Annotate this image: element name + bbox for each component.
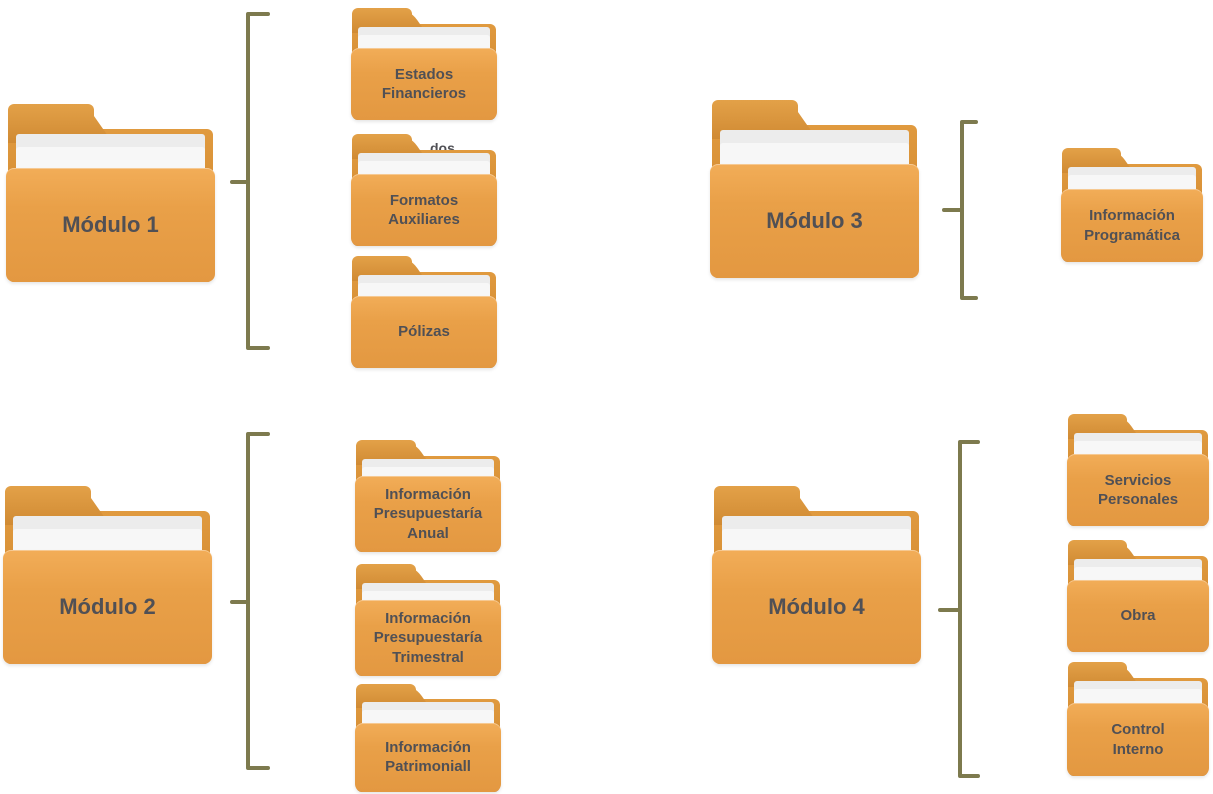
module-1-item-formatos-auxiliares[interactable]: Formatos Auxiliares (350, 134, 498, 246)
module-3-bracket (942, 120, 978, 300)
module-3-folder[interactable]: Módulo 3 (709, 100, 920, 278)
module-3-title: Módulo 3 (766, 207, 863, 233)
folder-label: Servicios Personales (1097, 471, 1179, 509)
module-4-title: Módulo 4 (768, 593, 865, 619)
module-2-item-presupuestaria-anual[interactable]: Información Presupuestaría Anual (354, 440, 502, 552)
module-2-item-patrimonial[interactable]: Información Patrimoniall (354, 684, 502, 792)
folder-label: Control Interno (1111, 721, 1165, 758)
folder-label: Información Patrimoniall (385, 738, 471, 776)
module-1-item-polizas[interactable]: Pólizas (350, 256, 498, 368)
module-3-item-programatica[interactable]: Información Programática (1060, 148, 1204, 262)
module-2-bracket (230, 432, 270, 770)
folder-label: Estados Financieros (381, 65, 467, 103)
module-2-folder[interactable]: Módulo 2 (2, 486, 213, 664)
module-2-item-presupuestaria-trimestral[interactable]: Información Presupuestaría Trimestral (354, 564, 502, 676)
module-2-title: Módulo 2 (59, 593, 156, 619)
folder-label: Pólizas (398, 323, 450, 341)
module-1-item-estados-financieros[interactable]: Estados Financieros (350, 8, 498, 120)
module-4-item-obra[interactable]: Obra (1066, 540, 1210, 652)
folder-label: Obra (1120, 607, 1156, 625)
folder-label: Información Presupuestaría Trimestral (373, 609, 483, 666)
module-1-folder[interactable]: Módulo 1 (5, 104, 216, 282)
module-1-title: Módulo 1 (62, 211, 159, 237)
module-4-item-servicios-personales[interactable]: Servicios Personales (1066, 414, 1210, 526)
module-1-bracket (230, 12, 270, 350)
folder-label: Información Programática (1084, 207, 1180, 244)
module-4-bracket (938, 440, 980, 778)
folder-label: Información Presupuestaría Anual (373, 485, 483, 542)
module-4-item-control-interno[interactable]: Control Interno (1066, 662, 1210, 776)
folder-label: Formatos Auxiliares (388, 191, 460, 229)
module-4-folder[interactable]: Módulo 4 (711, 486, 922, 664)
